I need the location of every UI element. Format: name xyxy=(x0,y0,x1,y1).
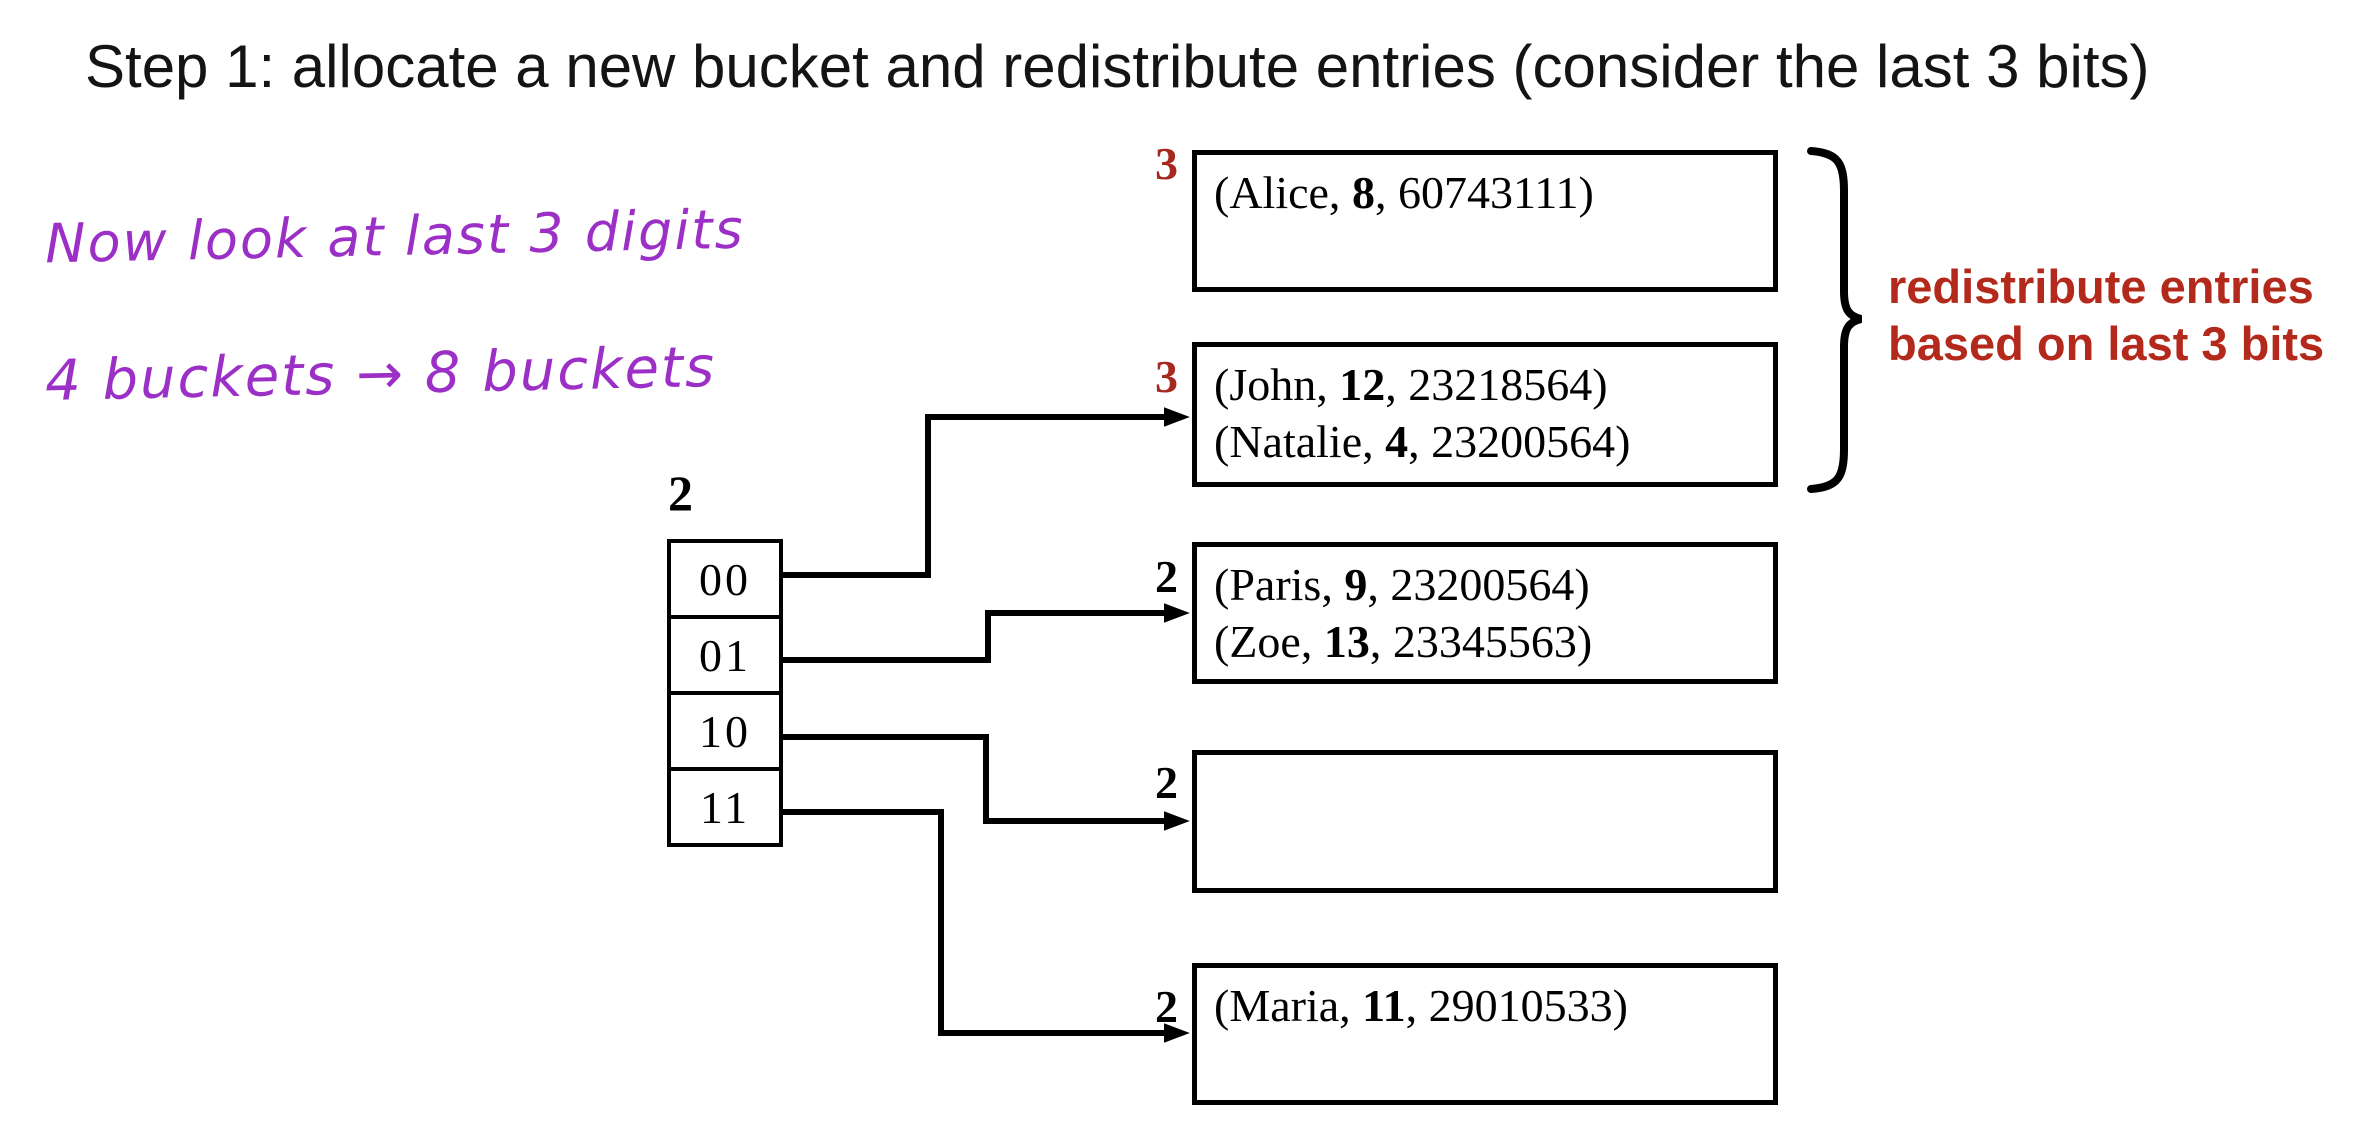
bucket-entry: (Paris, 9, 23200564) xyxy=(1214,559,1590,610)
bucket-4-local-depth: 2 xyxy=(1155,757,1178,808)
pointer-arrow-10 xyxy=(783,734,1190,831)
directory-cell-01: 01 xyxy=(671,619,779,695)
directory-cell-10: 10 xyxy=(671,695,779,771)
pointer-arrow-11 xyxy=(783,809,1190,1043)
slide-title: Step 1: allocate a new bucket and redist… xyxy=(85,33,2150,100)
bucket-2-local-depth: 3 xyxy=(1155,351,1178,402)
bucket-entry: (Natalie, 4, 23200564) xyxy=(1214,416,1631,467)
bucket-1: (Alice, 8, 60743111) xyxy=(1192,150,1778,292)
bucket-2: (John, 12, 23218564) (Natalie, 4, 2320056… xyxy=(1192,342,1778,487)
pointer-arrow-00 xyxy=(783,407,1190,578)
directory-table: 00 01 10 11 xyxy=(667,539,783,847)
bucket-entry: (John, 12, 23218564) xyxy=(1214,359,1608,410)
redistribute-annotation-line2: based on last 3 bits xyxy=(1888,317,2325,370)
pointer-arrow-01 xyxy=(783,603,1190,663)
directory-cell-00: 00 xyxy=(671,543,779,619)
bucket-4 xyxy=(1192,750,1778,893)
bucket-entry: (Maria, 11, 29010533) xyxy=(1214,980,1628,1031)
directory-cell-11: 11 xyxy=(699,781,751,833)
redistribute-annotation-line1: redistribute entries xyxy=(1888,260,2314,313)
bucket-entry: (Zoe, 13, 23345563) xyxy=(1214,616,1593,667)
bucket-3-local-depth: 2 xyxy=(1155,551,1178,602)
curly-brace xyxy=(1807,147,1863,493)
directory-global-depth: 2 xyxy=(668,465,693,521)
bucket-1-local-depth: 3 xyxy=(1155,138,1178,189)
bucket-3: (Paris, 9, 23200564) (Zoe, 13, 23345563) xyxy=(1192,542,1778,684)
bucket-5-local-depth: 2 xyxy=(1155,981,1178,1032)
bucket-entry: (Alice, 8, 60743111) xyxy=(1214,167,1594,218)
bucket-5: (Maria, 11, 29010533) xyxy=(1192,963,1778,1105)
redistribute-annotation: redistribute entries based on last 3 bit… xyxy=(1888,258,2324,372)
